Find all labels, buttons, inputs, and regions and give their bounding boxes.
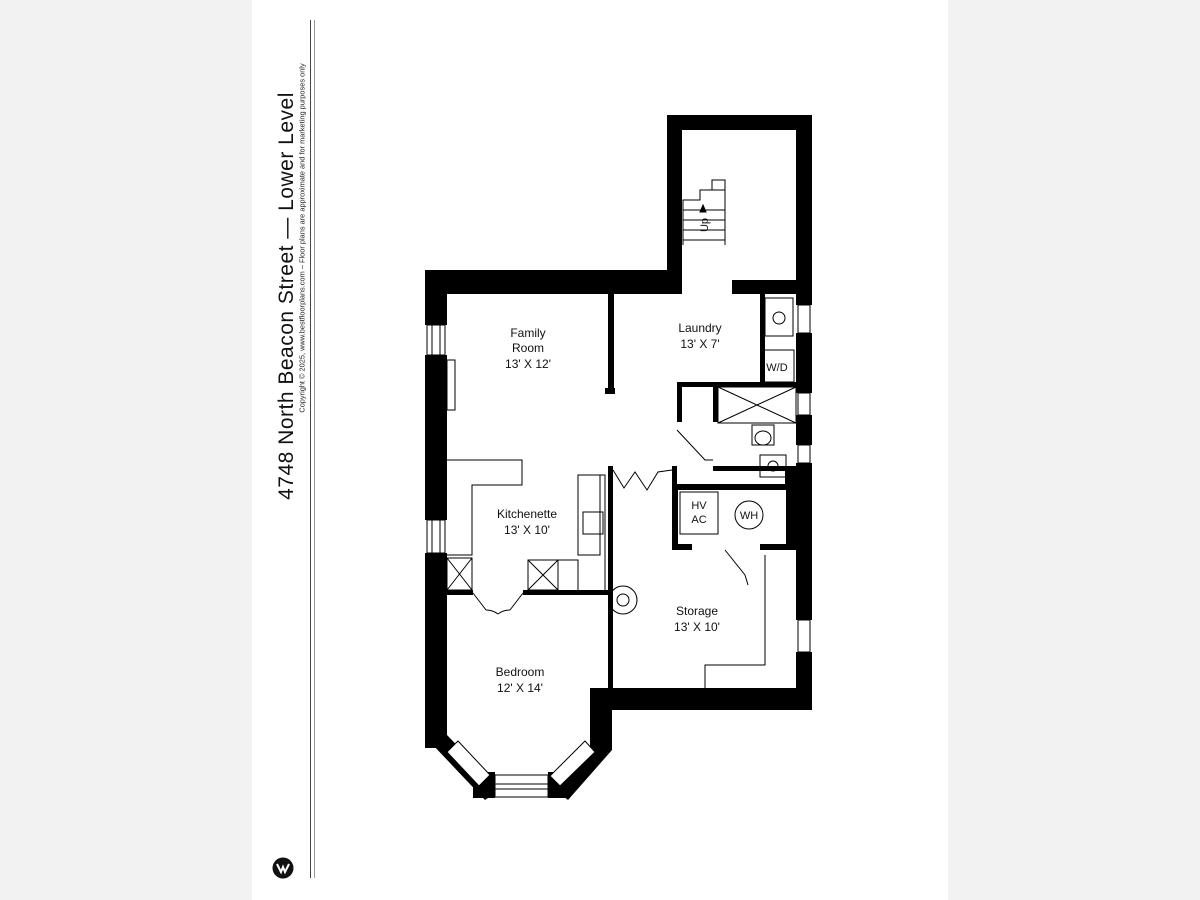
exterior-walls [425, 115, 812, 800]
laundry-dims: 13' X 7' [680, 337, 719, 351]
storage-dims: 13' X 10' [674, 620, 720, 634]
storage-name: Storage [676, 604, 718, 618]
washer-dryer-label: W/D [766, 362, 787, 374]
laundry-name: Laundry [678, 321, 721, 335]
interior-walls [447, 292, 798, 688]
kitchenette-name: Kitchenette [497, 507, 557, 521]
hvac-label-2: AC [691, 514, 706, 526]
bedroom-name: Bedroom [496, 665, 545, 679]
interior-details [446, 179, 797, 688]
room-kitchenette: Kitchenette 13' X 10' [497, 507, 557, 537]
room-bedroom: Bedroom 12' X 14' [496, 665, 545, 695]
room-storage: Storage 13' X 10' [674, 604, 720, 634]
title-rule-1 [310, 20, 311, 878]
room-family-room: Family Room 13' X 12' [505, 326, 551, 371]
stairs-up-label: Up [699, 218, 711, 232]
hvac-label-1: HV [691, 500, 707, 512]
windows [426, 304, 811, 798]
family-room-name-1: Family [510, 326, 545, 340]
family-room-name-2: Room [512, 341, 544, 355]
family-room-dims: 13' X 12' [505, 357, 551, 371]
kitchenette-dims: 13' X 10' [504, 523, 550, 537]
water-heater-label: WH [740, 510, 758, 522]
bedroom-dims: 12' X 14' [497, 681, 543, 695]
room-laundry: Laundry 13' X 7' [678, 321, 721, 351]
title-rule-2 [314, 20, 315, 878]
bestfloorplans-logo-icon [272, 857, 294, 879]
